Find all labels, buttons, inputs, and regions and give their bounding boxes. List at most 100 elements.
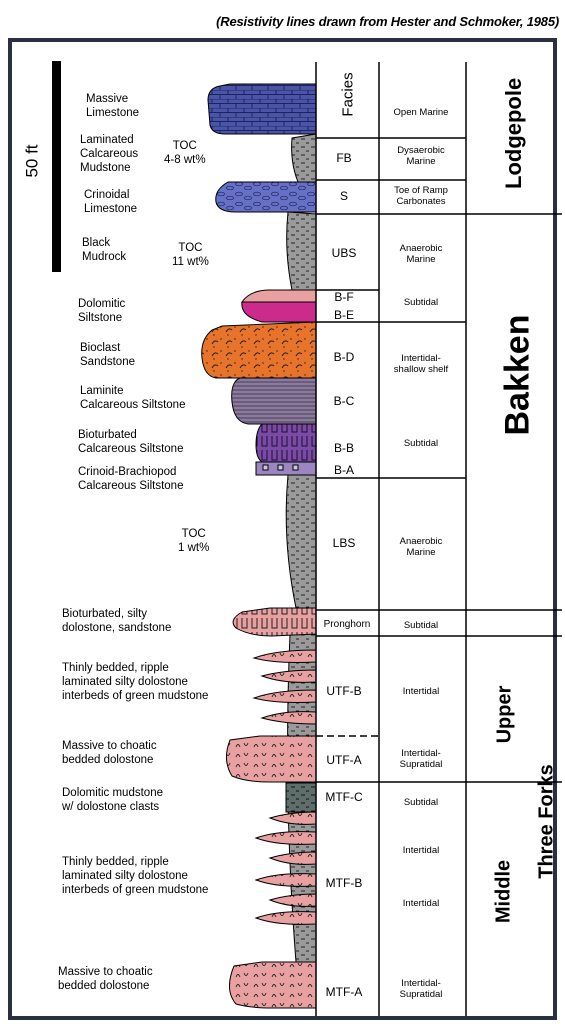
massive-limestone-bed xyxy=(208,84,316,134)
lithology-label-line: bedded dolostone xyxy=(58,979,153,993)
pronghorn-bed xyxy=(233,608,316,636)
member-code: B-F xyxy=(315,290,373,304)
member-code: MTF-C xyxy=(315,790,373,804)
facies-label-open_marine: Open Marine xyxy=(378,107,464,118)
lithology-label-line: Massive xyxy=(86,92,139,106)
lithology-label-massive_limestone: MassiveLimestone xyxy=(86,92,139,120)
lithology-label-line: Massive to choatic xyxy=(62,739,157,753)
facies-label-line: Open Marine xyxy=(378,107,464,118)
member-code: UBS xyxy=(315,246,373,260)
bioclast-sandstone-bed xyxy=(202,322,316,378)
member-code: B-E xyxy=(315,308,373,322)
utf-a-bed xyxy=(226,736,316,782)
facies-label-intertidal1: Intertidal xyxy=(378,686,464,697)
facies-label-line: Intertidal xyxy=(378,686,464,697)
lithology-label-line: Bioclast xyxy=(80,341,135,355)
facies-label-line: Intertidal- xyxy=(378,353,464,364)
lithology-label-bioturbated_calc: BioturbatedCalcareous Siltstone xyxy=(78,428,183,456)
member-code: LBS xyxy=(315,536,373,550)
lithology-label-line: w/ dolostone clasts xyxy=(62,800,163,814)
facies-label-line: Intertidal- xyxy=(378,978,464,989)
facies-label-line: Dysaerobic xyxy=(378,145,464,156)
lithology-label-line: Calcareous Siltstone xyxy=(78,479,183,493)
facies-label-subtidal4: Subtidal xyxy=(378,797,464,808)
member-code: B-D xyxy=(315,350,373,364)
lithology-label-line: Black xyxy=(82,236,126,250)
toc-label-line: 1 wt% xyxy=(178,541,209,555)
lithology-label-line: Laminite xyxy=(80,384,185,398)
toc-label-line: 11 wt% xyxy=(172,255,209,269)
lithology-label-line: Calcareous Siltstone xyxy=(80,398,185,412)
mtf-c-dark xyxy=(286,783,316,812)
toc-label-line: TOC xyxy=(164,139,206,153)
member-code: UTF-A xyxy=(315,753,373,767)
lithology-label-bioturbated_silty: Bioturbated, siltydolostone, sandstone xyxy=(62,607,171,635)
facies-label-subtidal1: Subtidal xyxy=(378,297,464,308)
member-code: MTF-B xyxy=(315,876,373,890)
facies-label-line: Anaerobic xyxy=(378,536,464,547)
facies-label-subtidal3: Subtidal xyxy=(378,620,464,631)
lithology-label-line: interbeds of green mudstone xyxy=(62,883,208,897)
formation-bakken: Bakken xyxy=(499,336,538,436)
facies-label-anaerobic1: AnaerobicMarine xyxy=(378,243,464,265)
lithology-label-line: interbeds of green mudstone xyxy=(62,689,208,703)
facies-label-line: Marine xyxy=(378,156,464,167)
facies-label-line: Subtidal xyxy=(378,297,464,308)
bioturbated-bed xyxy=(256,424,316,462)
lithology-label-line: Limestone xyxy=(86,106,139,120)
dolomitic-siltstone-bed-pink xyxy=(242,290,316,302)
facies-label-intertidal_supra2: Intertidal-Supratidal xyxy=(378,978,464,1000)
lithology-label-line: Thinly bedded, ripple xyxy=(62,661,208,675)
lithology-label-line: Dolomitic xyxy=(78,297,125,311)
lithology-label-line: Bioturbated xyxy=(78,428,183,442)
facies-label-line: Intertidal xyxy=(378,845,464,856)
member-code: B-C xyxy=(315,394,373,408)
facies-label-line: Marine xyxy=(378,547,464,558)
lithology-label-line: Calcareous Siltstone xyxy=(78,442,183,456)
formation-upper: Upper xyxy=(494,680,517,750)
lithology-label-line: Calcareous xyxy=(80,147,138,161)
lithology-label-line: Dolomitic mudstone xyxy=(62,786,163,800)
member-code: Pronghorn xyxy=(318,619,376,630)
member-code: MTF-A xyxy=(315,985,373,999)
facies-label-line: Subtidal xyxy=(378,620,464,631)
member-code: S xyxy=(315,189,373,203)
facies-label-line: Supratidal xyxy=(378,759,464,770)
lithology-label-line: Crinoidal xyxy=(84,188,137,202)
facies-label-line: Marine xyxy=(378,254,464,265)
lithology-label-line: Mudrock xyxy=(82,250,126,264)
lithology-label-line: Limestone xyxy=(84,202,137,216)
lithology-label-line: laminated silty dolostone xyxy=(62,675,208,689)
scale-bar xyxy=(52,61,61,272)
lithology-label-line: Thinly bedded, ripple xyxy=(62,855,208,869)
member-code: B-B xyxy=(315,441,373,455)
facies-label-intertidal_shelf: Intertidal-shallow shelf xyxy=(378,353,464,375)
lithology-label-line: Siltstone xyxy=(78,311,125,325)
facies-label-line: Subtidal xyxy=(378,438,464,449)
member-code: B-A xyxy=(315,463,373,477)
crinoidal-limestone-bed xyxy=(216,182,316,212)
formation-three-forks: Three Forks xyxy=(536,762,559,882)
laminite-bed xyxy=(232,378,316,424)
lithology-label-crinoid_brach: Crinoid-BrachiopodCalcareous Siltstone xyxy=(78,465,183,493)
dolomitic-siltstone-bed-magenta xyxy=(242,302,316,322)
scale-label: 50 ft xyxy=(23,144,43,177)
lithology-label-line: Mudstone xyxy=(80,161,138,175)
toc-label-line: TOC xyxy=(178,527,209,541)
mtf-a-bed xyxy=(229,962,316,1008)
facies-label-intertidal_supra1: Intertidal-Supratidal xyxy=(378,748,464,770)
facies-label-line: Subtidal xyxy=(378,797,464,808)
facies-header: Facies xyxy=(340,65,357,125)
